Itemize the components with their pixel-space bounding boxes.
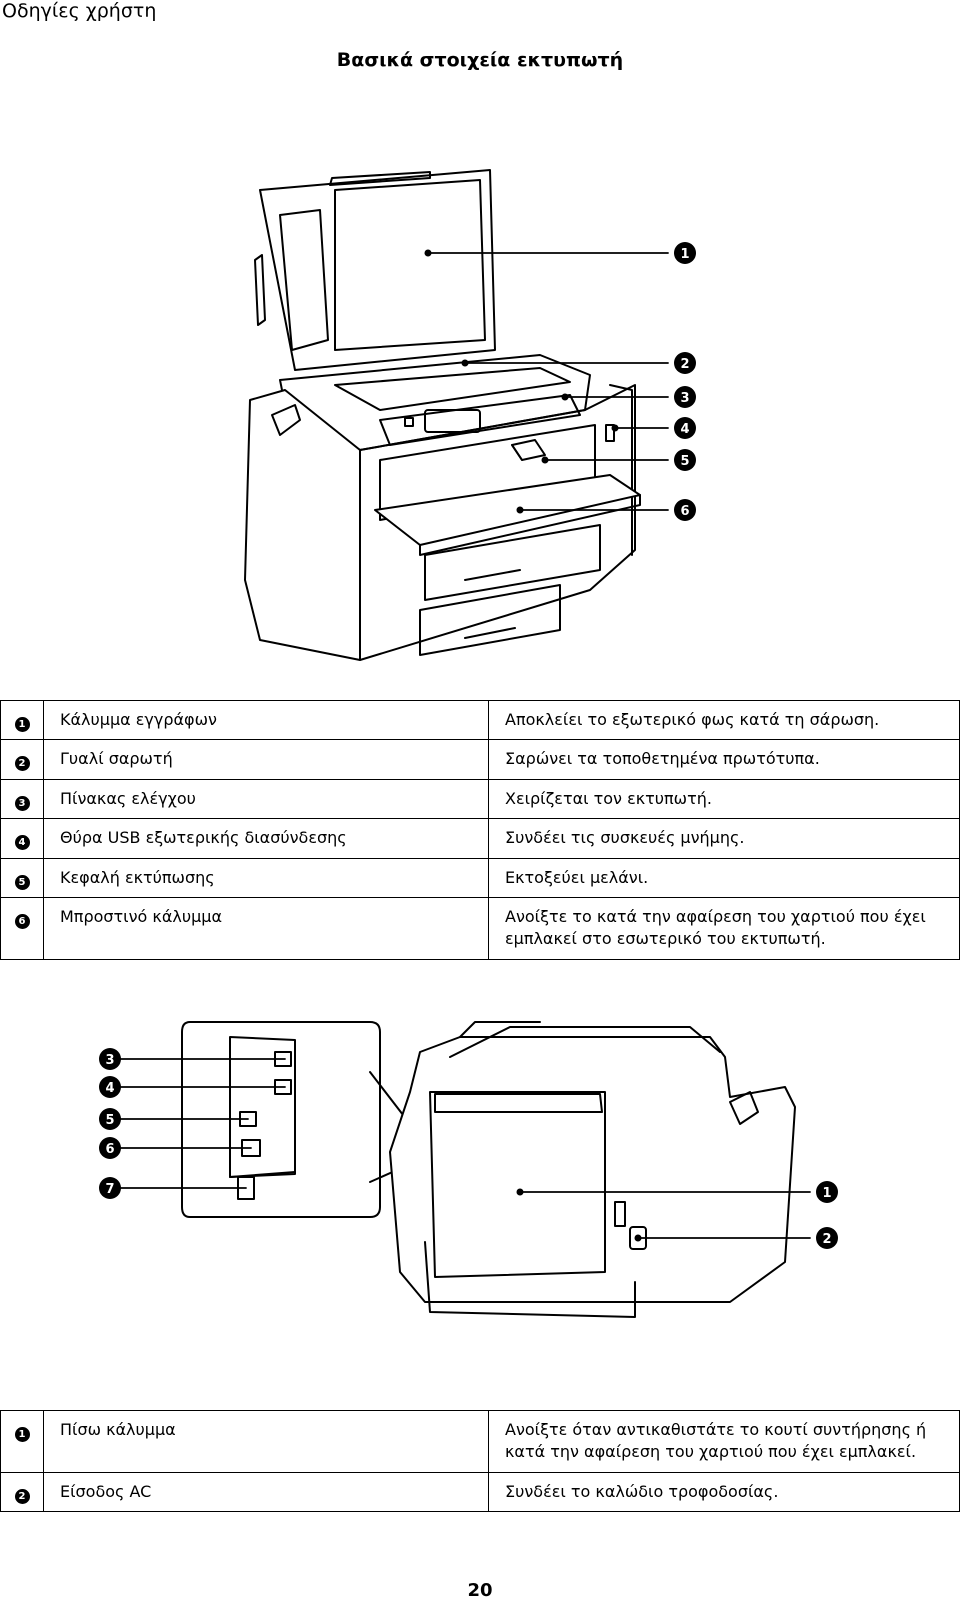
part-name: Πίσω κάλυμμα <box>43 1410 489 1473</box>
svg-text:3: 3 <box>105 1053 114 1068</box>
printer-front-illustration: 1 2 3 4 5 6 <box>240 160 720 670</box>
page-number: 20 <box>467 1580 493 1601</box>
number-badge: 1 <box>14 717 30 732</box>
part-description: Χειρίζεται τον εκτυπωτή. <box>488 778 960 820</box>
front-parts-table: 1 Κάλυμμα εγγράφων Αποκλείει το εξωτερικ… <box>0 699 960 960</box>
svg-text:2: 2 <box>822 1232 831 1247</box>
number-badge: 5 <box>14 874 30 890</box>
svg-text:5: 5 <box>105 1113 114 1128</box>
running-header: Οδηγίες χρήστη <box>2 0 157 22</box>
svg-text:6: 6 <box>105 1142 114 1157</box>
callout-4: 4 <box>99 1076 121 1098</box>
number-badge: 6 <box>14 913 30 929</box>
rear-parts-table: 1 Πίσω κάλυμμα Ανοίξτε όταν αντικαθιστάτ… <box>0 1410 960 1513</box>
callout-3: 3 <box>674 386 696 408</box>
part-description: Εκτοξεύει μελάνι. <box>488 857 960 898</box>
number-badge: 1 <box>14 1427 30 1442</box>
number-badge: 2 <box>14 756 30 772</box>
callout-1: 1 <box>816 1181 838 1203</box>
callout-4: 4 <box>674 417 696 439</box>
callout-5: 5 <box>674 449 696 471</box>
table-row: 3 Πίνακας ελέγχου Χειρίζεται τον εκτυπωτ… <box>0 778 960 820</box>
part-description: Σαρώνει τα τοποθετημένα πρωτότυπα. <box>488 739 960 780</box>
svg-text:4: 4 <box>680 422 689 437</box>
table-row: 4 Θύρα USB εξωτερικής διασύνδεσης Συνδέε… <box>0 818 960 859</box>
table-row: 1 Κάλυμμα εγγράφων Αποκλείει το εξωτερικ… <box>0 699 960 741</box>
callout-2: 2 <box>674 352 696 374</box>
svg-text:1: 1 <box>680 247 689 262</box>
callout-1: 1 <box>674 242 696 264</box>
callout-7: 7 <box>99 1177 121 1199</box>
callout-6: 6 <box>674 499 696 521</box>
printer-rear-illustration: 3 4 5 6 7 1 2 <box>90 1012 870 1352</box>
table-row: 2 Γυαλί σαρωτή Σαρώνει τα τοποθετημένα π… <box>0 739 960 780</box>
part-description: Ανοίξτε όταν αντικαθιστάτε το κουτί συντ… <box>488 1410 960 1473</box>
table-row: 5 Κεφαλή εκτύπωσης Εκτοξεύει μελάνι. <box>0 857 960 898</box>
table-row: 2 Είσοδος AC Συνδέει το καλώδιο τροφοδοσ… <box>0 1471 960 1513</box>
callout-5: 5 <box>99 1108 121 1130</box>
part-description: Συνδέει το καλώδιο τροφοδοσίας. <box>488 1471 960 1513</box>
callout-2: 2 <box>816 1227 838 1249</box>
svg-text:3: 3 <box>680 391 689 406</box>
part-name: Πίνακας ελέγχου <box>43 778 489 820</box>
section-title: Βασικά στοιχεία εκτυπωτή <box>336 49 624 71</box>
callout-6: 6 <box>99 1137 121 1159</box>
callout-3: 3 <box>99 1048 121 1070</box>
part-description: Αποκλείει το εξωτερικό φως κατά τη σάρωσ… <box>488 699 960 741</box>
number-badge: 2 <box>14 1488 30 1504</box>
part-name: Θύρα USB εξωτερικής διασύνδεσης <box>43 818 489 859</box>
part-name: Κάλυμμα εγγράφων <box>43 699 489 741</box>
number-badge: 3 <box>14 795 30 811</box>
svg-text:1: 1 <box>822 1186 831 1201</box>
part-name: Κεφαλή εκτύπωσης <box>43 857 489 898</box>
table-row: 6 Μπροστινό κάλυμμα Ανοίξτε το κατά την … <box>0 896 960 960</box>
svg-text:7: 7 <box>105 1182 114 1197</box>
svg-text:5: 5 <box>680 454 689 469</box>
table-row: 1 Πίσω κάλυμμα Ανοίξτε όταν αντικαθιστάτ… <box>0 1410 960 1473</box>
svg-text:4: 4 <box>105 1081 114 1096</box>
part-name: Μπροστινό κάλυμμα <box>43 896 489 960</box>
svg-text:6: 6 <box>680 504 689 519</box>
part-name: Είσοδος AC <box>43 1471 489 1513</box>
number-badge: 4 <box>14 835 30 851</box>
part-name: Γυαλί σαρωτή <box>43 739 489 780</box>
part-description: Συνδέει τις συσκευές μνήμης. <box>488 818 960 859</box>
svg-text:2: 2 <box>680 357 689 372</box>
part-description: Ανοίξτε το κατά την αφαίρεση του χαρτιού… <box>488 896 960 960</box>
